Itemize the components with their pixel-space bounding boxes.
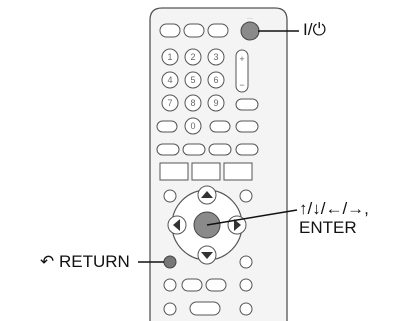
- navigation-leader-line: [206, 209, 298, 226]
- button-row-4[interactable]: [235, 143, 259, 156]
- number-key-3-label: 3: [213, 52, 218, 62]
- button-side-2[interactable]: [209, 120, 231, 133]
- number-key-7[interactable]: [161, 94, 179, 112]
- button-top-2[interactable]: [183, 23, 205, 38]
- corner-button-top-left[interactable]: [163, 189, 177, 203]
- number-key-8[interactable]: [184, 94, 202, 112]
- return-icon: ↶: [40, 252, 55, 271]
- button-top-1[interactable]: [159, 23, 181, 38]
- return-callout: ↶ RETURN: [40, 253, 130, 271]
- volume-rocker[interactable]: [235, 49, 249, 93]
- number-key-9[interactable]: [207, 94, 225, 112]
- corner-button-bottom-right[interactable]: [239, 255, 253, 269]
- bottom-button-7[interactable]: [239, 302, 253, 316]
- bottom-button-2[interactable]: [181, 278, 203, 292]
- arrow-right-icon: [234, 219, 241, 231]
- number-keypad: 1 2 3 4 5 6 7 8 9 0: [161, 48, 225, 135]
- number-key-2-label: 2: [190, 52, 195, 62]
- wide-button-3[interactable]: [223, 162, 253, 181]
- number-key-3[interactable]: [207, 48, 225, 66]
- number-key-4-label: 4: [167, 75, 172, 85]
- volume-plus-label: +: [239, 54, 244, 64]
- number-key-5-label: 5: [190, 75, 195, 85]
- bottom-button-1[interactable]: [163, 278, 177, 292]
- bottom-button-4[interactable]: [239, 278, 253, 292]
- corner-button-top-right[interactable]: [239, 189, 253, 203]
- number-key-4[interactable]: [161, 71, 179, 89]
- number-key-0[interactable]: [184, 117, 202, 135]
- number-key-5[interactable]: [184, 71, 202, 89]
- button-row-1[interactable]: [156, 143, 180, 156]
- wide-button-2[interactable]: [191, 162, 221, 181]
- return-button[interactable]: [163, 255, 177, 269]
- bottom-button-3[interactable]: [205, 278, 227, 292]
- button-row-3[interactable]: [208, 143, 232, 156]
- wide-button-1[interactable]: [159, 162, 189, 181]
- button-side-1[interactable]: [235, 98, 259, 111]
- arrow-up-icon: [201, 191, 213, 198]
- power-button[interactable]: [240, 21, 260, 41]
- bottom-button-6[interactable]: [189, 301, 221, 316]
- number-key-1-label: 1: [167, 52, 172, 62]
- navigation-callout-arrows: ↑/↓/←/→,: [299, 199, 369, 218]
- number-key-0-label: 0: [190, 121, 195, 131]
- number-key-9-label: 9: [213, 98, 218, 108]
- number-key-6-label: 6: [213, 75, 218, 85]
- button-row-2[interactable]: [182, 143, 206, 156]
- arrow-left-icon: [173, 219, 180, 231]
- navigation-callout-enter: ENTER: [299, 218, 357, 237]
- bottom-button-5[interactable]: [163, 302, 177, 316]
- number-key-7-label: 7: [167, 98, 172, 108]
- button-side-left[interactable]: [156, 120, 178, 133]
- arrow-down-icon: [201, 252, 213, 259]
- power-callout-label: I/⏻: [303, 20, 326, 39]
- button-top-3[interactable]: [207, 23, 229, 38]
- button-side-3[interactable]: [235, 120, 259, 133]
- number-key-8-label: 8: [190, 98, 195, 108]
- button-top-small-label: ···: [247, 16, 253, 22]
- number-key-6[interactable]: [207, 71, 225, 89]
- number-key-2[interactable]: [184, 48, 202, 66]
- return-callout-label: RETURN: [58, 252, 130, 271]
- volume-minus-label: −: [239, 80, 244, 90]
- number-key-1[interactable]: [161, 48, 179, 66]
